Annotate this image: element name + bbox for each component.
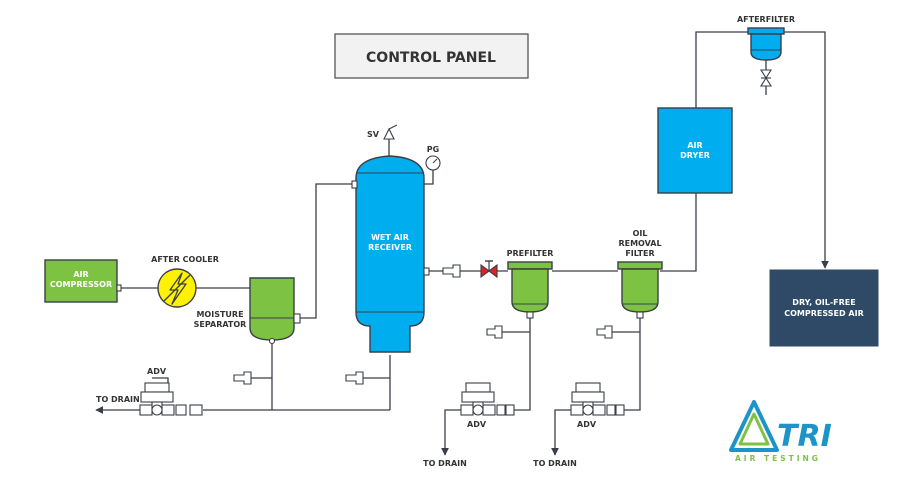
bolt-icon — [169, 272, 187, 305]
adv-drain-left: ADV TO DRAIN — [96, 367, 203, 416]
air-dryer-label-1: AIR — [687, 141, 702, 150]
moisture-separator-label-2: SEPARATOR — [194, 320, 247, 329]
safety-valve-label: SV — [367, 130, 380, 139]
adv-prefilter-label: ADV — [467, 420, 487, 429]
oil-removal-filter-label-2: REMOVAL — [618, 239, 661, 248]
logo-text: TRI — [777, 419, 832, 454]
pressure-gauge: PG — [425, 145, 441, 171]
drain-valve-icon — [596, 325, 613, 339]
triangle-logo-icon — [729, 400, 779, 452]
wet-air-receiver: WET AIR RECEIVER — [351, 155, 430, 353]
air-dryer: AIR DRYER — [657, 107, 733, 194]
oil-removal-filter-label-3: FILTER — [625, 249, 654, 258]
drain-left-label: TO DRAIN — [96, 395, 140, 404]
logo-tagline: AIR TESTING — [735, 454, 821, 463]
air-compressor-label-1: AIR — [73, 270, 88, 279]
moisture-separator-label-1: MOISTURE — [196, 310, 243, 319]
air-compressor-label-2: COMPRESSOR — [50, 280, 112, 289]
ball-valve — [480, 260, 498, 279]
adv-left-label: ADV — [147, 367, 167, 376]
drain-valve-icon — [345, 371, 364, 385]
tri-air-testing-logo: TRI AIR TESTING — [729, 400, 832, 463]
drain-valve-icon — [233, 371, 252, 385]
moisture-separator: MOISTURE SEPARATOR — [194, 277, 301, 345]
timer-drain-devices — [233, 264, 613, 385]
drain-prefilter-label: TO DRAIN — [423, 459, 467, 468]
afterfilter: AFTERFILTER — [737, 15, 795, 87]
air-dryer-label-2: DRYER — [680, 151, 710, 160]
safety-valve-icon — [383, 124, 398, 140]
drain-valve-icon — [442, 264, 461, 278]
drain-valve-icon — [486, 325, 503, 339]
pipes — [95, 31, 829, 456]
after-cooler-label: AFTER COOLER — [151, 255, 219, 264]
control-panel: CONTROL PANEL — [334, 33, 529, 79]
dry-air-label-2: COMPRESSED AIR — [784, 309, 864, 318]
pressure-gauge-label: PG — [427, 145, 439, 154]
control-panel-label: CONTROL PANEL — [366, 50, 496, 66]
dry-compressed-air: DRY, OIL-FREE COMPRESSED AIR — [769, 269, 879, 347]
air-compressor: AIR COMPRESSOR — [44, 259, 122, 303]
drain-oil-removal-label: TO DRAIN — [533, 459, 577, 468]
oil-removal-filter-label-1: OIL — [633, 229, 648, 238]
adv-icon — [472, 404, 484, 416]
adv-oil-removal-label: ADV — [577, 420, 597, 429]
after-cooler: AFTER COOLER — [151, 255, 219, 308]
dry-air-label-1: DRY, OIL-FREE — [792, 298, 855, 307]
afterfilter-label: AFTERFILTER — [737, 15, 795, 24]
adv-icon — [151, 404, 163, 416]
adv-drain-prefilter: ADV TO DRAIN — [423, 382, 515, 468]
prefilter-label: PREFILTER — [507, 249, 554, 258]
adv-drain-oil-removal: ADV TO DRAIN — [533, 382, 625, 468]
adv-icon — [582, 404, 594, 416]
wet-air-receiver-label-2: RECEIVER — [368, 243, 412, 252]
oil-removal-filter: OIL REMOVAL FILTER — [617, 229, 663, 319]
safety-valve: SV — [367, 124, 398, 140]
wet-air-receiver-label-1: WET AIR — [371, 233, 409, 242]
prefilter: PREFILTER — [507, 249, 554, 319]
